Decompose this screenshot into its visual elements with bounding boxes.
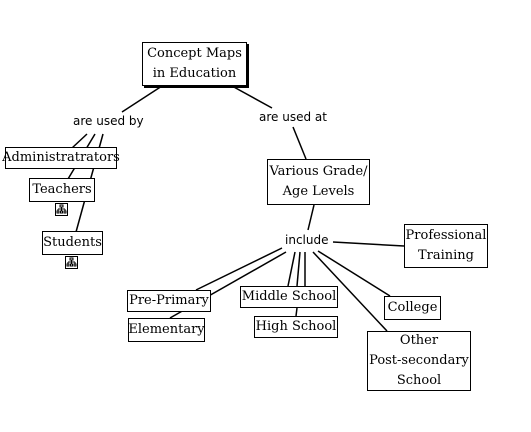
concept-node-elementary[interactable]: Elementary — [128, 318, 205, 342]
hierarchy-resource-icon[interactable] — [55, 203, 68, 216]
concept-node-grade-levels[interactable]: Various Grade/ Age Levels — [267, 159, 370, 205]
concept-node-students[interactable]: Students — [42, 231, 103, 255]
concept-node-administrators[interactable]: Administratrators — [2, 147, 120, 169]
concept-node-college[interactable]: College — [384, 296, 441, 320]
link-label-include: include — [282, 233, 332, 247]
hierarchy-resource-icon[interactable] — [65, 256, 78, 269]
concept-node-high-school[interactable]: High School — [254, 316, 338, 338]
concept-node-teachers[interactable]: Teachers — [29, 178, 95, 202]
concept-node-pre-primary[interactable]: Pre-Primary — [127, 290, 211, 312]
concept-node-professional-training[interactable]: Professional Training — [404, 224, 488, 268]
link-label-are-used-by: are used by — [70, 114, 147, 128]
concept-node-other-post-secondary[interactable]: Other Post-secondary School — [367, 331, 471, 391]
concept-node-root[interactable]: Concept Maps in Education — [142, 42, 247, 86]
link-label-are-used-at: are used at — [256, 110, 330, 124]
concept-node-middle-school[interactable]: Middle School — [240, 286, 338, 308]
